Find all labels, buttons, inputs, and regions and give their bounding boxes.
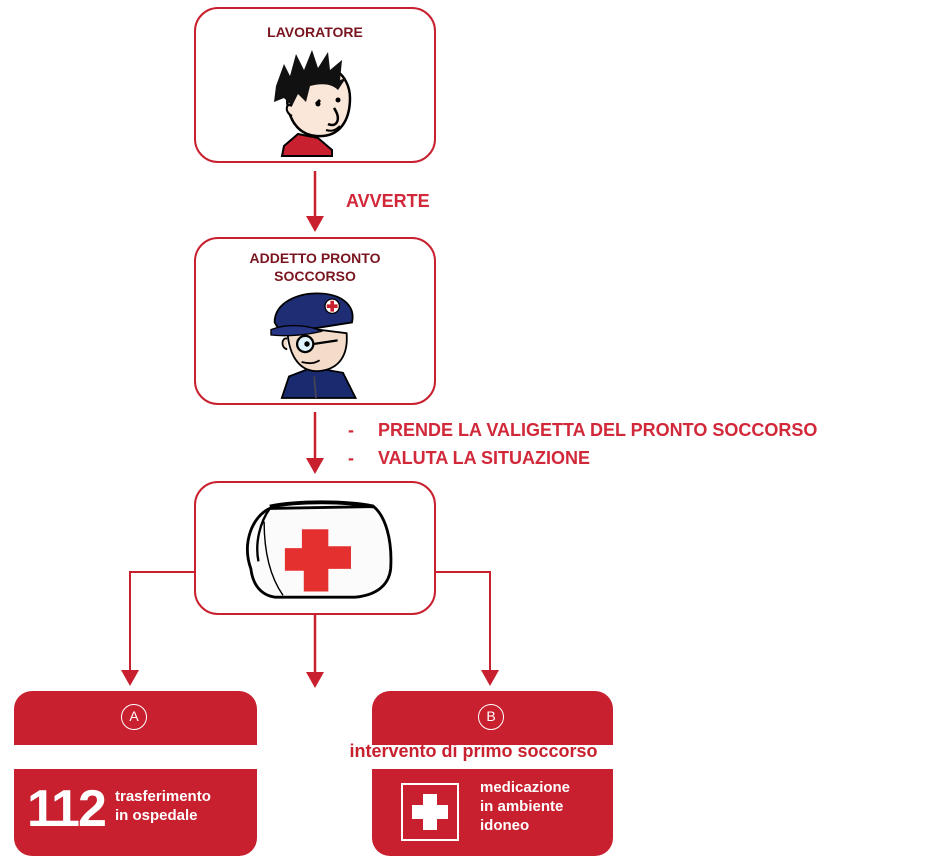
outcome-b-line1: medicazione (480, 779, 571, 796)
outcome-a-header: A (14, 691, 257, 745)
worker-title: LAVORATORE (267, 24, 363, 40)
step-action-bullet-2: - (348, 448, 354, 468)
step-alert-label: AVVERTE (346, 191, 430, 211)
shared-intervention-label: intervento di primo soccorso (349, 741, 598, 761)
outcome-a-line1: trasferimento (115, 788, 211, 805)
emergency-number: 112 (27, 780, 107, 838)
arrow-kit-to-a-head (121, 670, 139, 686)
arrow-worker-to-aider-head (306, 216, 324, 232)
connector-kit-to-b (434, 571, 491, 670)
connector-kit-to-a (129, 571, 195, 670)
arrow-kit-to-b-head (481, 670, 499, 686)
outcome-a-line2: in ospedale (115, 807, 198, 824)
medical-cross-icon (401, 783, 459, 841)
step-action-2: VALUTA LA SITUAZIONE (378, 448, 590, 468)
outcome-b-line2: in ambiente (480, 798, 564, 815)
outcome-a-letter-badge: A (121, 704, 147, 730)
first-aid-kit-node (194, 481, 436, 615)
outcome-b-card: B medicazione in ambiente idoneo (372, 691, 613, 856)
first-aider-node: ADDETTO PRONTO SOCCORSO (194, 237, 436, 405)
outcome-a-body: 112 trasferimento in ospedale (14, 769, 257, 856)
step-action-1: PRENDE LA VALIGETTA DEL PRONTO SOCCORSO (378, 420, 818, 440)
outcome-b-body: medicazione in ambiente idoneo (372, 769, 613, 856)
arrow-aider-to-kit-head (306, 458, 324, 474)
step-action-bullet-1: - (348, 420, 354, 440)
arrow-kit-to-center-head (306, 672, 324, 688)
outcome-b-line3: idoneo (480, 817, 530, 834)
outcome-b-header: B (372, 691, 613, 745)
outcome-a-card: A 112 trasferimento in ospedale (14, 691, 257, 856)
first-aider-title-line2: SOCCORSO (274, 268, 356, 284)
outcome-b-letter-badge: B (478, 704, 504, 730)
first-aider-cap-icon (270, 292, 358, 399)
first-aider-title-line1: ADDETTO PRONTO (249, 250, 381, 266)
worker-node: LAVORATORE (194, 7, 436, 163)
first-aid-bag-icon (246, 500, 393, 599)
worker-face-icon (274, 50, 352, 157)
